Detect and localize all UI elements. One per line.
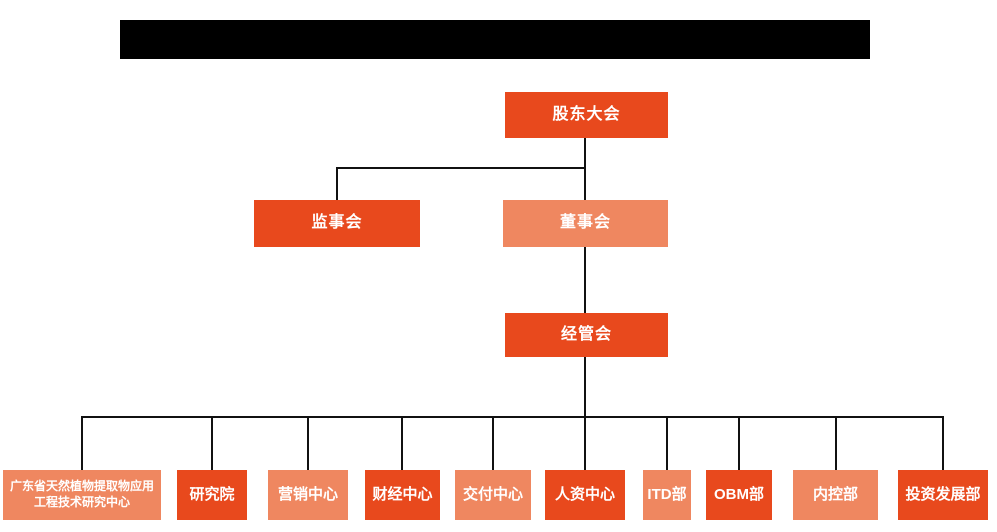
org-node-dept-hr-center: 人资中心 xyxy=(545,470,625,520)
connector-management-to-bus xyxy=(584,357,586,417)
org-node-dept-itd: ITD部 xyxy=(643,470,691,520)
connector-drop-delivery-center xyxy=(492,416,494,470)
org-node-supervisory-board: 监事会 xyxy=(254,200,420,247)
org-node-shareholders-meeting: 股东大会 xyxy=(505,92,668,138)
connector-drop-research-center xyxy=(81,416,83,470)
connector-drop-obm-dept xyxy=(738,416,740,470)
org-node-dept-finance-center: 财经中心 xyxy=(365,470,440,520)
connector-departments-bus xyxy=(81,416,944,418)
connector-drop-itd-dept xyxy=(666,416,668,470)
redacted-title-bar xyxy=(120,20,870,59)
org-node-dept-research-institute: 研究院 xyxy=(177,470,247,520)
org-node-dept-obm: OBM部 xyxy=(706,470,772,520)
org-node-dept-marketing-center: 营销中心 xyxy=(268,470,348,520)
connector-drop-internal-control xyxy=(835,416,837,470)
org-node-dept-internal-control: 内控部 xyxy=(793,470,878,520)
connector-supervisory-vertical xyxy=(336,167,338,201)
connector-drop-marketing-center xyxy=(307,416,309,470)
connector-board-to-management xyxy=(584,246,586,314)
connector-drop-finance-center xyxy=(401,416,403,470)
org-node-dept-investment-dev: 投资发展部 xyxy=(898,470,988,520)
connector-level2-horizontal xyxy=(336,167,586,169)
org-node-management-committee: 经管会 xyxy=(505,313,668,357)
connector-drop-investment-dev xyxy=(942,416,944,470)
org-node-board-of-directors: 董事会 xyxy=(503,200,668,247)
connector-root-vertical xyxy=(584,137,586,201)
org-node-dept-research-center: 广东省天然植物提取物应用工程技术研究中心 xyxy=(3,470,161,520)
connector-drop-hr-center xyxy=(584,416,586,470)
connector-drop-research-institute xyxy=(211,416,213,470)
org-node-dept-delivery-center: 交付中心 xyxy=(455,470,531,520)
